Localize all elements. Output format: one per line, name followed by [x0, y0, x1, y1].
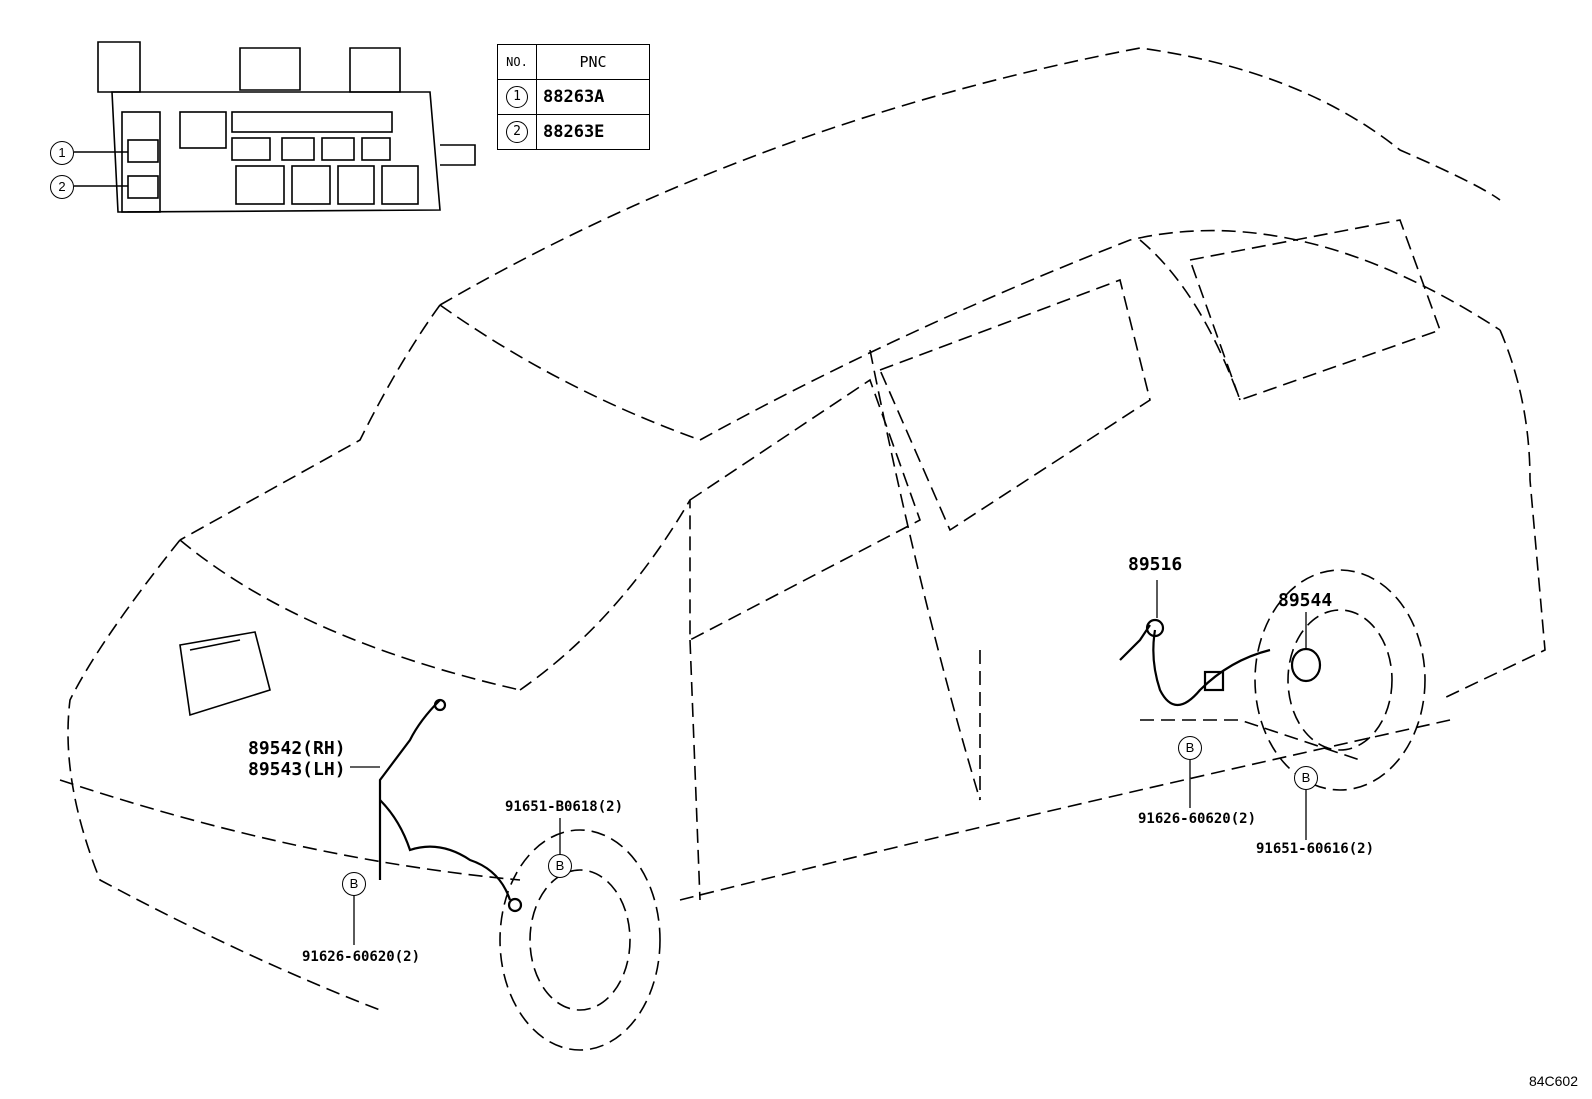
row-no-cell: 2 — [497, 114, 537, 150]
pnc-table: NO. PNC 1 88263A 2 88263E — [497, 44, 650, 150]
header-no: NO. — [497, 44, 537, 80]
bolt-b-front-wheel: B — [548, 854, 572, 878]
table-row: 1 88263A — [497, 79, 650, 115]
bolt-b-rear-wheel: B — [1294, 766, 1318, 790]
table-row: 2 88263E — [497, 114, 650, 150]
pnc-table-header: NO. PNC — [497, 44, 650, 80]
label-91651-b0618: 91651-B0618(2) — [505, 799, 624, 815]
front-sensor-harness — [378, 698, 523, 913]
callout-2: 2 — [50, 175, 74, 199]
callout-1: 1 — [50, 141, 74, 165]
fuse-box-illustration — [74, 41, 476, 213]
label-89542: 89542(RH) — [248, 738, 346, 759]
row-no: 1 — [506, 86, 528, 108]
leader-lines — [350, 580, 1307, 945]
row-pnc: 88263A — [536, 79, 650, 115]
rear-sensor-harness — [1119, 618, 1322, 707]
label-91626-rear: 91626-60620(2) — [1138, 811, 1257, 827]
label-91651-60616: 91651-60616(2) — [1256, 841, 1375, 857]
bolt-b-rear-mid: B — [1178, 736, 1202, 760]
label-91626-front: 91626-60620(2) — [302, 949, 421, 965]
row-no: 2 — [506, 121, 528, 143]
engine-component — [179, 631, 271, 717]
row-pnc: 88263E — [536, 114, 650, 150]
drawing-code: 84C602 — [1528, 1073, 1578, 1089]
bolt-b-front-left: B — [342, 872, 366, 896]
label-89544: 89544 — [1278, 590, 1333, 611]
header-pnc: PNC — [536, 44, 650, 80]
label-89516: 89516 — [1128, 554, 1183, 575]
label-89543: 89543(LH) — [248, 759, 346, 780]
vehicle-outline — [59, 47, 1546, 1051]
row-no-cell: 1 — [497, 79, 537, 115]
